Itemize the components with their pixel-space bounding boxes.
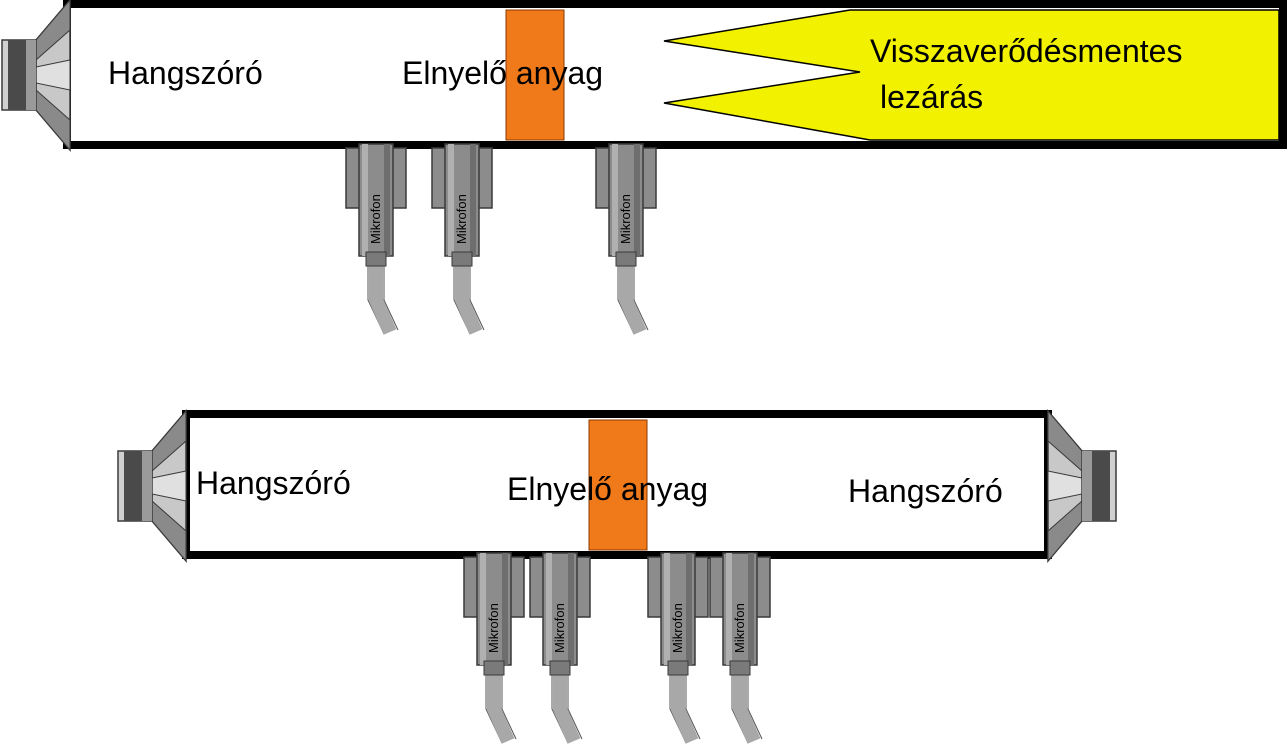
microphone: Mikrofon [530, 553, 590, 743]
bottom-left-speaker-icon [117, 410, 187, 562]
bottom-left-speaker-label: Hangszóró [196, 465, 351, 501]
microphone-label: Mikrofon [486, 603, 501, 653]
top-absorber [505, 9, 565, 141]
bottom-absorber [588, 419, 648, 551]
microphone: Mikrofon [346, 144, 406, 334]
microphone: Mikrofon [464, 553, 524, 743]
top-speaker-label: Hangszóró [108, 55, 263, 91]
microphone: Mikrofon [648, 553, 708, 743]
top-termination [663, 9, 1280, 141]
microphone-label: Mikrofon [368, 194, 383, 244]
microphone-label: Mikrofon [670, 603, 685, 653]
bottom-absorber-label: Elnyelő anyag [507, 471, 708, 507]
bottom-right-speaker-label: Hangszóró [848, 473, 1003, 509]
microphone: Mikrofon [710, 553, 770, 743]
bottom-right-speaker-icon [1047, 410, 1117, 562]
microphone-label: Mikrofon [454, 194, 469, 244]
top-setup: Hangszóró Elnyelő anyag Visszaverődésmen… [1, 0, 1287, 334]
microphone: Mikrofon [596, 144, 656, 334]
microphone: Mikrofon [432, 144, 492, 334]
top-termination-label-line2: lezárás [880, 79, 983, 115]
microphone-label: Mikrofon [552, 603, 567, 653]
top-absorber-label: Elnyelő anyag [402, 55, 603, 91]
microphone-label: Mikrofon [732, 603, 747, 653]
top-speaker-icon [1, 0, 71, 151]
bottom-setup: Hangszóró Elnyelő anyag Hangszóró Mikrof… [117, 410, 1117, 743]
microphone-label: Mikrofon [618, 194, 633, 244]
top-termination-label-line1: Visszaverődésmentes [870, 33, 1182, 69]
